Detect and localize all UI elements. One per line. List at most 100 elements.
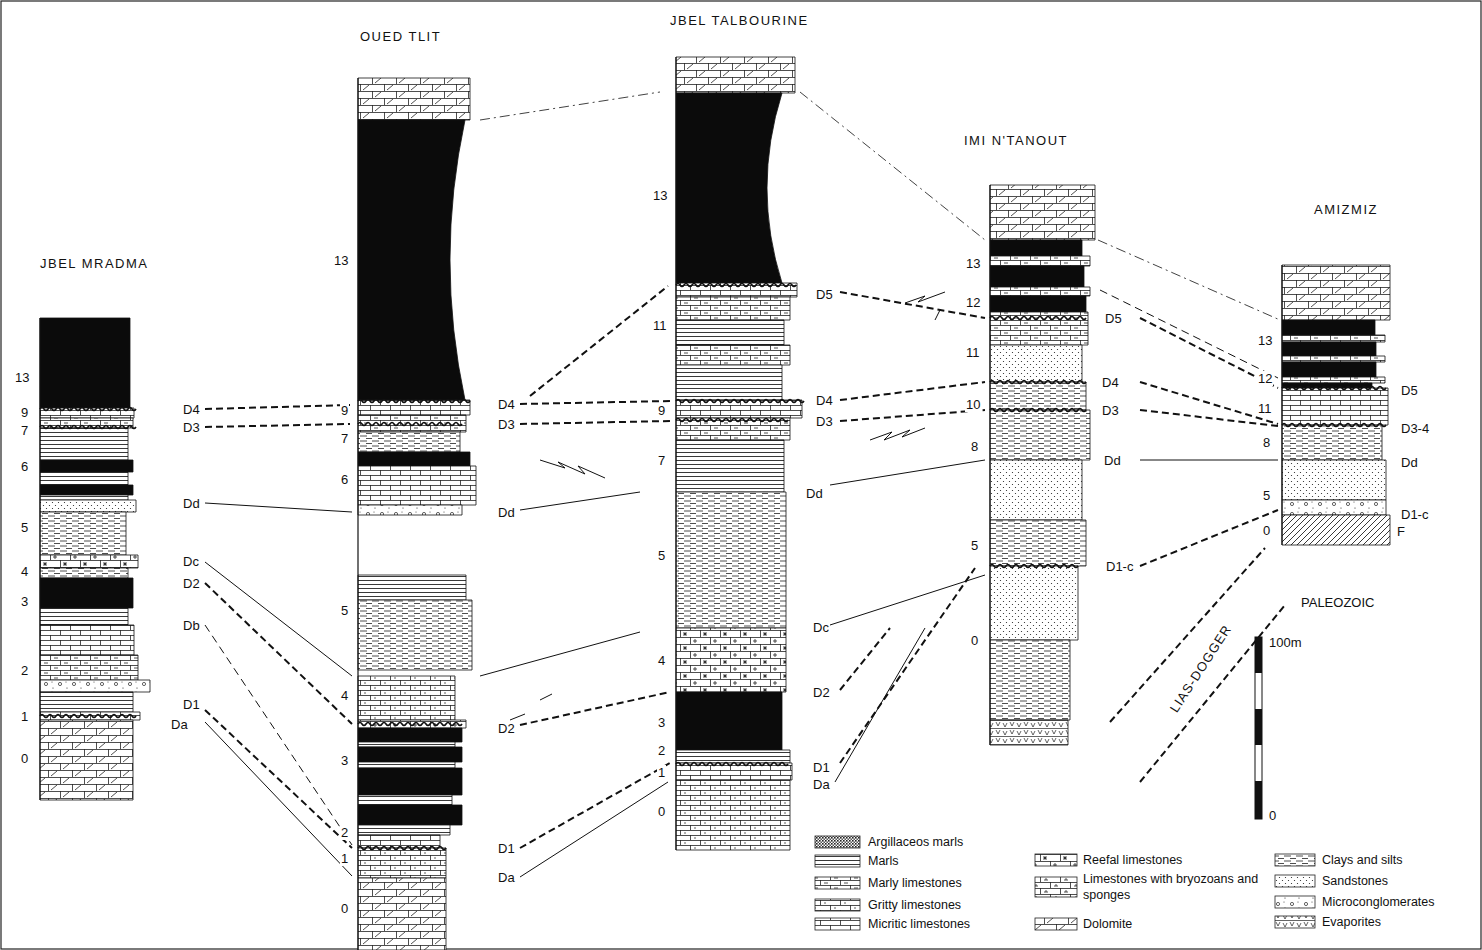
rock-unit (676, 628, 786, 692)
rock-unit (358, 505, 462, 515)
discontinuity-label: D2 (182, 576, 201, 591)
rock-unit (40, 608, 128, 625)
unit-number: 0 (340, 901, 349, 916)
correlation-line (835, 628, 925, 782)
unconformity (990, 565, 1078, 568)
rock-unit (40, 655, 138, 680)
section-heading: AMIZMIZ (1312, 201, 1384, 221)
rock-unit (676, 692, 782, 750)
unit-number: 13 (333, 253, 349, 268)
rock-unit (358, 825, 450, 835)
rock-unit (358, 400, 470, 415)
unconformity (40, 426, 136, 429)
column-axis (1281, 265, 1282, 545)
legend-text: Reefal limestones (1083, 852, 1182, 868)
section-heading: OUED TLIT (358, 28, 448, 48)
rock-unit (358, 747, 462, 762)
interfingering-line (540, 460, 605, 478)
unconformity (358, 423, 462, 426)
discontinuity-label: Dd (1103, 453, 1122, 468)
correlation-line (205, 583, 352, 724)
unconformity (1282, 387, 1386, 390)
rock-unit (1282, 342, 1376, 356)
discontinuity-label: Dd (497, 505, 516, 520)
rock-unit (358, 432, 460, 452)
rock-unit (358, 742, 455, 747)
rock-unit (1282, 265, 1390, 320)
rock-unit (40, 495, 128, 500)
correlation-line (520, 782, 668, 877)
unit-number: 0 (20, 751, 29, 766)
interfingering-line (870, 428, 925, 440)
unit-number: 5 (1262, 488, 1271, 503)
correlation-line (1140, 460, 1278, 461)
unit-number: 12 (965, 295, 981, 310)
unconformity (40, 715, 136, 718)
unconformity (990, 381, 1086, 384)
rock-unit (40, 555, 138, 568)
rock-unit (990, 240, 1082, 256)
discontinuity-label: Dc (812, 620, 830, 635)
rock-unit (990, 410, 1090, 460)
legend-text: Micritic limestones (868, 916, 970, 932)
correlation-line (1140, 605, 1285, 782)
rock-unit (676, 418, 790, 440)
rock-unit (358, 600, 472, 670)
unit-number: 3 (20, 594, 29, 609)
interfingering-line (905, 292, 945, 303)
rock-unit (1282, 388, 1388, 425)
rock-unit (1282, 515, 1390, 545)
rock-unit (676, 297, 790, 320)
rock-unit (40, 578, 133, 608)
section-heading: IMI N'TANOUT (962, 132, 1075, 152)
correlation-line (520, 492, 640, 510)
correlation-line (1140, 318, 1278, 388)
column-axis (989, 185, 990, 745)
rock-unit (990, 256, 1090, 266)
unit-number: 3 (340, 753, 349, 768)
legend-text: Evaporites (1322, 914, 1381, 930)
unit-number: 7 (340, 431, 349, 446)
column-axis (357, 78, 358, 950)
interfingering-line (510, 694, 552, 720)
legend-text: Clays and silts (1322, 852, 1403, 868)
rock-unit (676, 320, 784, 345)
correlation-line (520, 763, 670, 848)
rock-unit (990, 185, 1095, 240)
discontinuity-label: D3 (497, 417, 516, 432)
unit-number: 1 (340, 851, 349, 866)
section-name: JBEL TALBOURINE (670, 13, 813, 29)
rock-unit (676, 345, 790, 365)
annotation: LIAS-DOGGER (1166, 621, 1235, 716)
unit-number: 9 (340, 403, 349, 418)
correlation-line (840, 568, 975, 763)
correlation-lines (205, 92, 1285, 877)
unit-number: 13 (14, 370, 30, 385)
rock-unit (40, 512, 126, 555)
rock-unit (1282, 383, 1372, 388)
unit-number: 10 (965, 397, 981, 412)
rock-unit (990, 566, 1078, 640)
rock-unit (676, 750, 790, 763)
correlation-line (840, 410, 985, 421)
discontinuity-label: D3 (182, 420, 201, 435)
correlation-line (205, 625, 352, 845)
section-name: IMI N'TANOUT (964, 133, 1073, 149)
unconformity (1282, 424, 1386, 427)
rock-unit (40, 500, 136, 512)
legend-text: Microconglomerates (1322, 894, 1435, 910)
unit-number: 6 (340, 472, 349, 487)
legend-text: Gritty limestones (868, 897, 961, 913)
section-heading: JBEL TALBOURINE (668, 12, 815, 32)
discontinuity-label: D5 (815, 287, 834, 302)
rock-unit (40, 568, 128, 578)
discontinuity-label: Dd (182, 496, 201, 511)
discontinuity-label: Da (497, 870, 516, 885)
correlation-line (205, 424, 350, 427)
rock-unit (1282, 356, 1385, 362)
correlation-line (520, 692, 670, 725)
discontinuity-label: D1 (182, 697, 201, 712)
unit-number: 0 (1268, 808, 1277, 823)
